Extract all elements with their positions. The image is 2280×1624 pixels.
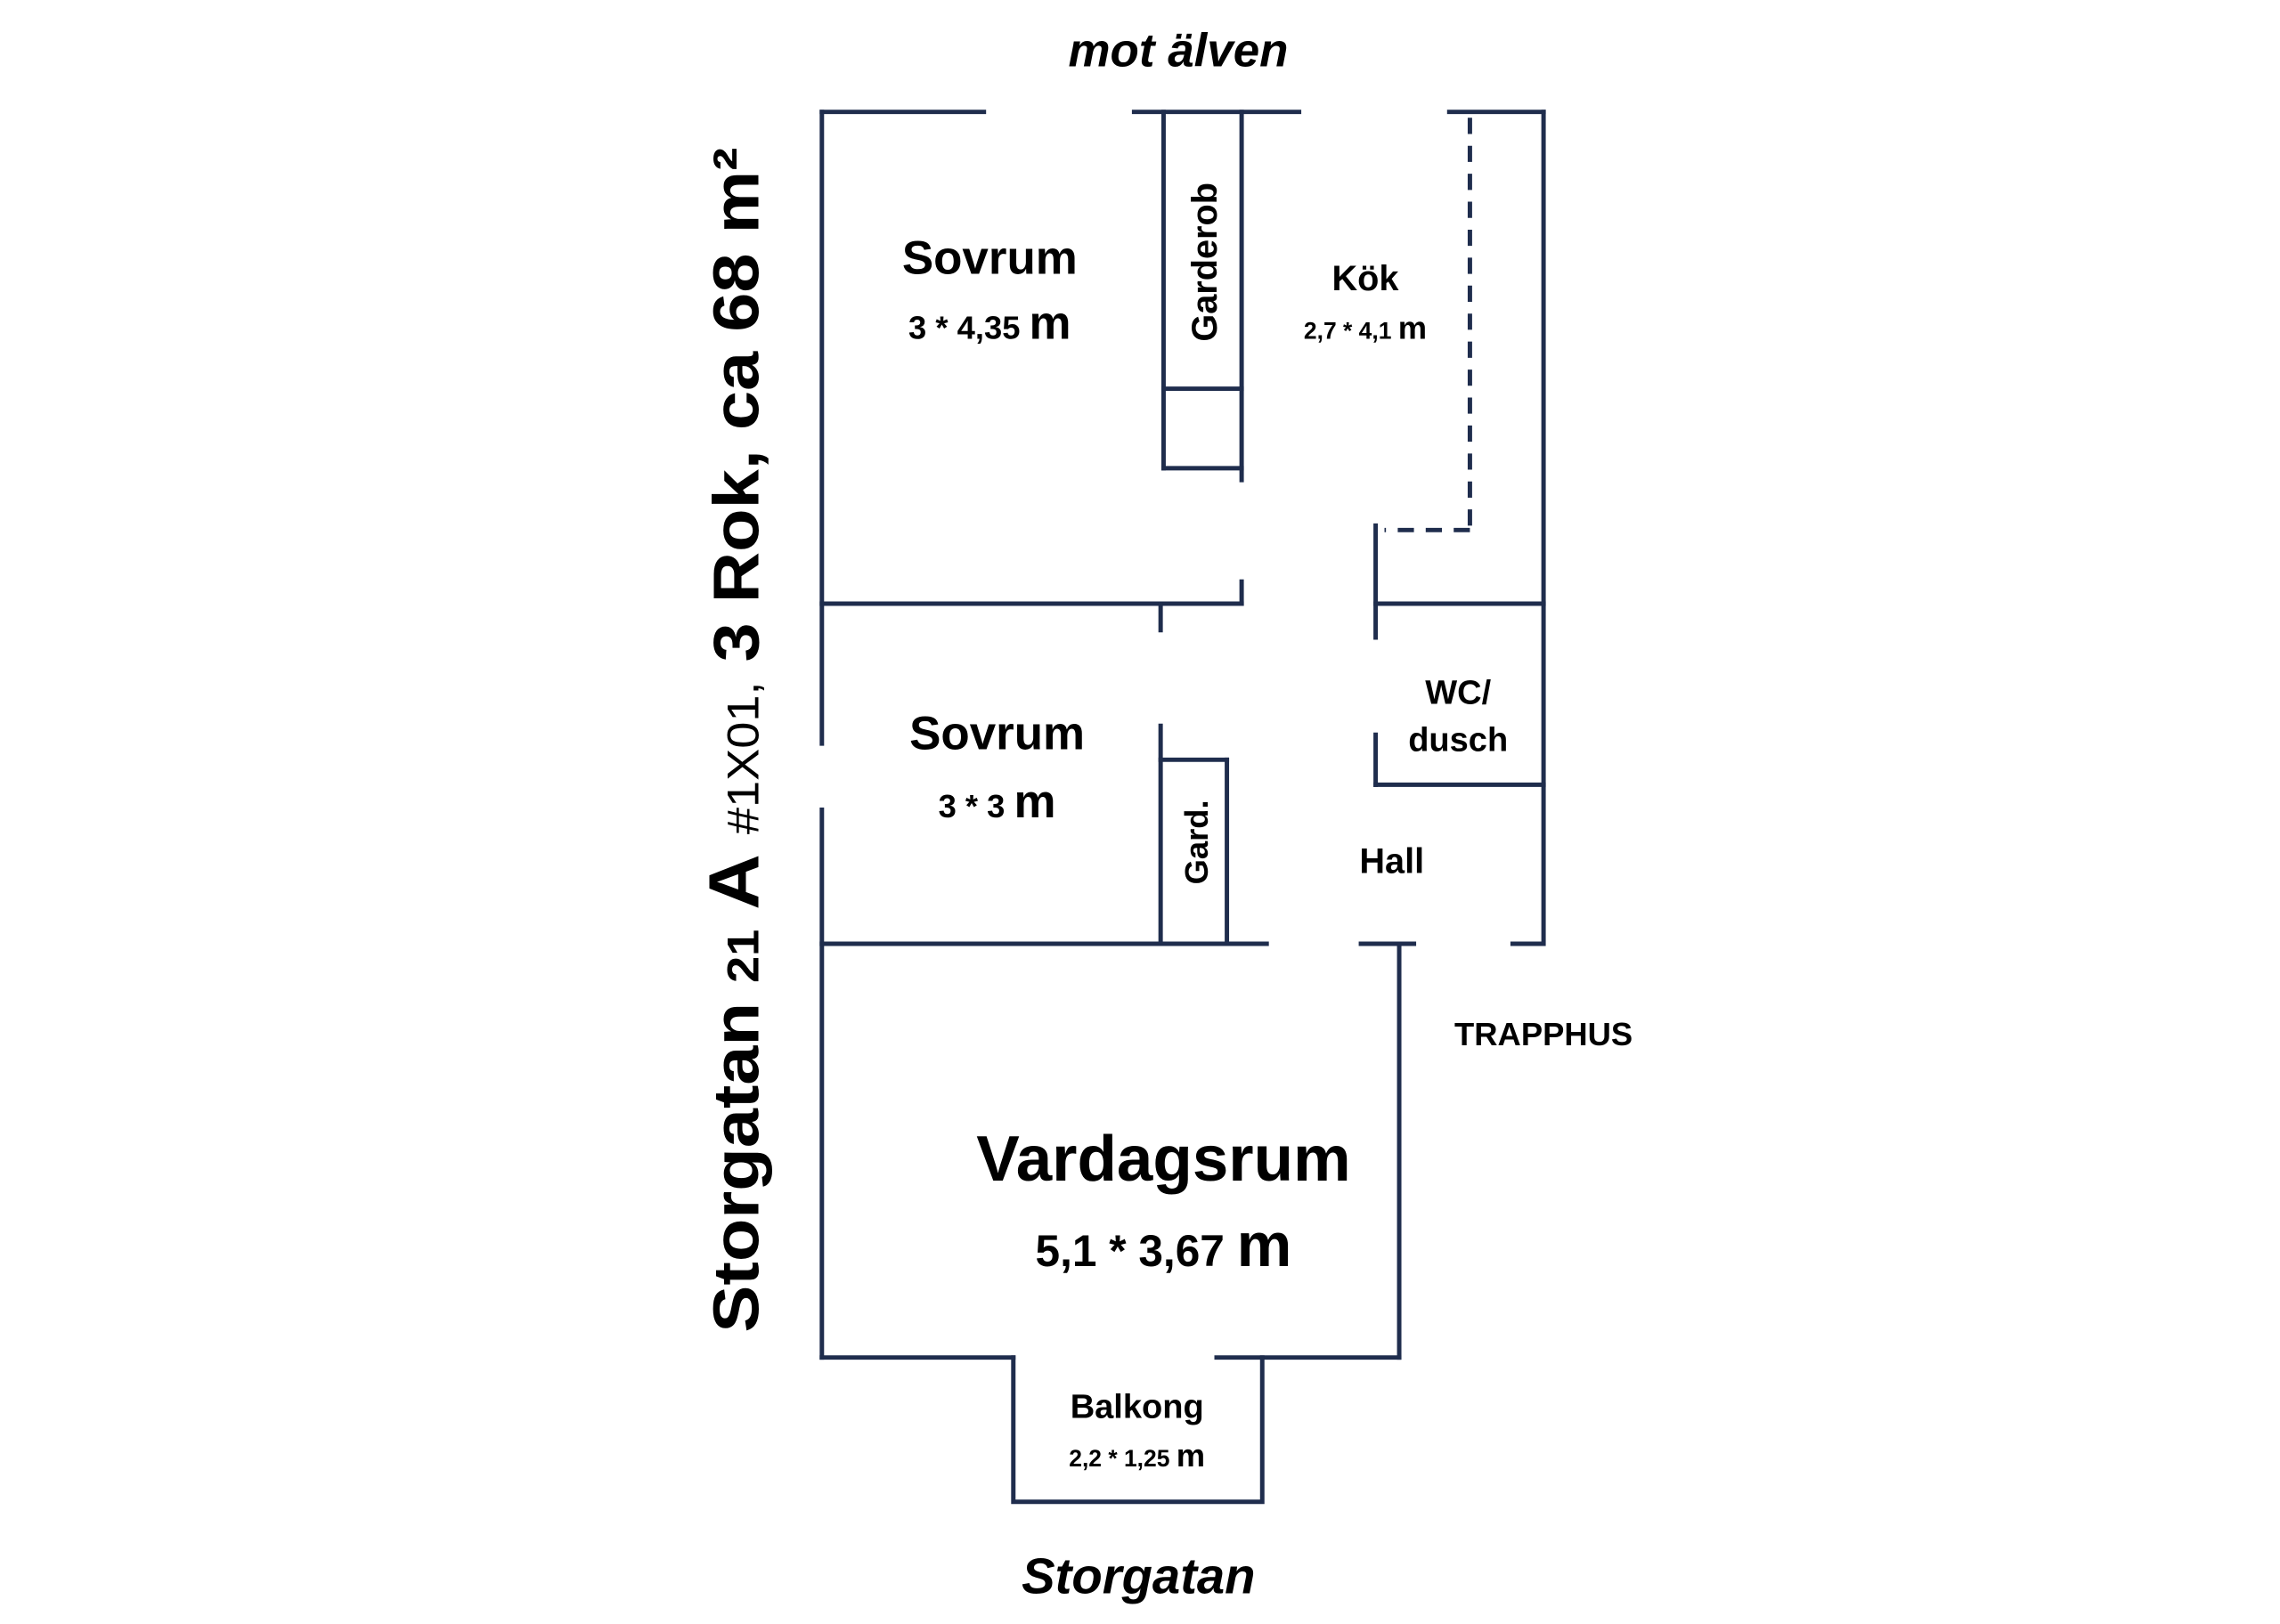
balcony-outline <box>1011 1355 1265 1505</box>
apartment-title: Storgatan 21 A #1X01, 3 Rok, ca 68 m² <box>695 147 774 1332</box>
bedroom2-dims-unit: m <box>1014 775 1056 828</box>
balcony-dims-unit: m <box>1177 1437 1205 1474</box>
balcony-dims-value: 2,2 * 1,25 <box>1069 1445 1169 1472</box>
bedroom1-dims-unit: m <box>1030 296 1071 349</box>
orientation-bottom-label: Storgatan <box>1022 1547 1255 1604</box>
orientation-top-label: mot älven <box>1069 24 1289 77</box>
kitchen-dims-unit: m <box>1398 309 1427 345</box>
bedroom1-dims-value: 3 * 4,35 <box>908 309 1020 345</box>
bedroom2-name: Sovrum <box>909 708 1085 760</box>
title-number: 21 <box>719 930 769 983</box>
kitchen-dims: 2,7 * 4,1 m <box>1304 309 1427 345</box>
title-size: 3 Rok, ca 68 m² <box>701 147 773 662</box>
bedroom1-dims: 3 * 4,35 m <box>908 296 1071 349</box>
living-room-name: Vardagsrum <box>976 1123 1351 1195</box>
stairwell-label: TRAPPHUS <box>1454 1016 1633 1052</box>
title-entrance: A <box>695 854 774 910</box>
bedroom2-dims: 3 * 3 m <box>939 775 1056 828</box>
kitchen-name: Kök <box>1332 259 1400 298</box>
balcony-dims: 2,2 * 1,25 m <box>1069 1437 1205 1474</box>
bedroom1-name: Sovrum <box>902 232 1078 285</box>
bathroom-label-line1: WC/ <box>1425 674 1491 711</box>
walls <box>819 110 1546 1505</box>
title-street: Storgatan <box>701 1003 773 1333</box>
living-dims-value: 5,1 * 3,67 <box>1035 1226 1224 1276</box>
wardrobe2-label: Gard. <box>1178 800 1215 884</box>
living-dims-unit: m <box>1237 1210 1292 1279</box>
bathroom-label-line2: dusch <box>1408 721 1508 759</box>
wardrobe1-label: Garderob <box>1185 183 1225 342</box>
title-apartment: #1X01, <box>719 682 769 835</box>
balcony-name: Balkong <box>1071 1388 1204 1425</box>
hall-label: Hall <box>1359 842 1424 881</box>
bedroom2-dims-value: 3 * 3 <box>939 788 1006 824</box>
kitchen-dims-value: 2,7 * 4,1 <box>1304 317 1391 344</box>
living-room-dims: 5,1 * 3,67 m <box>1035 1210 1291 1279</box>
